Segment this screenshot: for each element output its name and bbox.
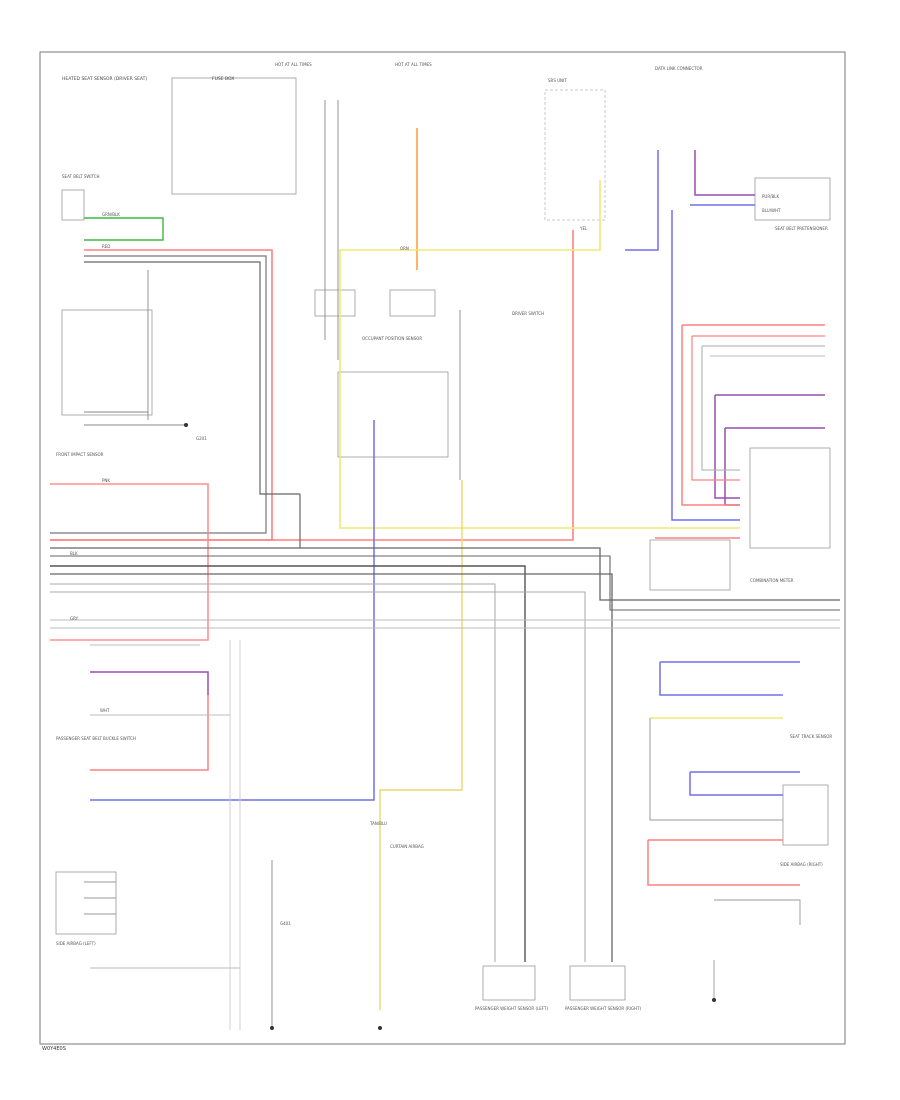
ground-dot-1 [184,423,188,427]
label-combination-meter: COMBINATION METER [750,578,794,583]
label-curtain-airbag: CURTAIN AIRBAG [390,844,424,849]
tag-orange: ORN [400,246,409,251]
srs-unit-dashed-box [544,89,606,221]
label-side-airbag-right: SIDE AIRBAG (RIGHT) [780,862,823,867]
tag-purple: PUR/BLK [762,194,779,199]
ground-dot-3 [378,1026,382,1030]
gray-wire-right-lower [649,718,783,821]
purple-wire-top [694,150,755,196]
label-data-link-connector: DATA LINK CONNECTOR [655,66,703,71]
tag-pink: PNK [102,478,110,483]
yellow-wire-top [339,180,740,529]
tag-white: WHT [100,708,110,713]
tag-tan: TAN/BLU [369,821,387,826]
label-ground-left: G201 [196,436,207,441]
purple-wire-right-2v [724,428,740,506]
component-labels: HEATED SEAT SENSOR (DRIVER SEAT) FUSE BO… [56,62,832,1011]
weight-sensor-right-box [569,965,626,1001]
label-srs-unit: SRS UNIT [548,78,567,83]
bus-wire-2 [50,555,840,611]
combination-meter-box [749,447,831,549]
relay-box-1 [314,289,356,317]
tag-gray: GRY [70,616,79,621]
right-lower-box [782,784,829,846]
bus-wire-3 [50,565,526,962]
label-side-airbag-left: SIDE AIRBAG (LEFT) [56,941,96,946]
top-components [55,77,831,1001]
label-hot-at-all-times-1: HOT AT ALL TIMES [275,62,312,67]
red-wire-main [50,249,273,541]
label-fuse-box: FUSE BOX [212,76,234,82]
red-wire-lower-right [647,840,800,886]
label-pretensioner: SEAT BELT PRETENSIONER [775,226,828,231]
left-lower-box [55,871,117,935]
fuse-box-component [171,77,297,195]
left-switch-box [61,189,85,221]
gray-wire-main [50,255,267,534]
bus-wire-4 [50,573,613,962]
tag-black: BLK [70,551,78,556]
label-weight-sensor-right: PASSENGER WEIGHT SENSOR (RIGHT) [565,1006,642,1011]
wire-tags: RED GRN/BLK ORN YEL BLU/WHT PUR/BLK PNK … [70,194,781,826]
label-passenger-seat: PASSENGER SEAT BELT BUCKLE SWITCH [56,736,136,741]
relay-box-2 [389,289,436,317]
label-hot-at-all-times-2: HOT AT ALL TIMES [395,62,432,67]
green-wire [84,217,164,241]
ground-dot-2 [270,1026,274,1030]
red-wire-left-lower [90,695,209,771]
center-switch-box [337,371,449,458]
ground-symbols [184,423,716,1030]
label-weight-sensor-left: PASSENGER WEIGHT SENSOR (LEFT) [475,1006,548,1011]
tag-yellow: YEL [579,226,588,231]
label-sensor-top-left: HEATED SEAT SENSOR (DRIVER SEAT) [62,76,147,82]
gray-wire-right-stack-v [701,346,740,471]
red-wire-right-stack-1v [681,325,740,506]
bus-wire-6 [50,591,586,962]
weight-sensor-left-box [482,965,536,1001]
blue-wire-right [671,210,740,521]
blue-wire-lower-right [689,772,783,796]
red-wire-left-loop [50,483,209,641]
purple-wire-right-1v [714,395,740,499]
right-mid-box [649,539,731,591]
yellow-wire-lower [379,480,463,1010]
ground-dot-4 [712,998,716,1002]
label-driver-switch: DRIVER SWITCH [512,311,544,316]
label-front-impact-sensor: FRONT IMPACT SENSOR [56,452,104,457]
left-sensor-box [61,309,153,416]
label-occupant-sensor: OCCUPANT POSITION SENSOR [362,336,422,341]
wires [50,100,840,1030]
blue-wire-mid-right [659,662,783,696]
label-ground-right: G401 [280,921,291,926]
footer-code: W0Y4E0S [42,1046,66,1052]
label-seat-belt-switch: SEAT BELT SWITCH [62,174,100,179]
tag-blue: BLU/WHT [762,208,781,213]
label-seat-track-sensor: SEAT TRACK SENSOR [790,734,832,739]
diagram-frame [39,51,846,1045]
purple-wire-left [90,671,209,695]
dark-wire-upper [84,261,300,495]
blue-wire-center [90,420,375,801]
bus-wire-5 [50,583,496,962]
tag-green: GRN/BLK [102,212,120,217]
red-wire-right [50,230,574,541]
gray-horizontal-9 [714,899,801,925]
blue-wire-top [625,150,659,251]
tag-red: RED [102,244,110,249]
right-top-component [754,177,831,221]
red-wire-right-stack-2v [691,336,740,481]
